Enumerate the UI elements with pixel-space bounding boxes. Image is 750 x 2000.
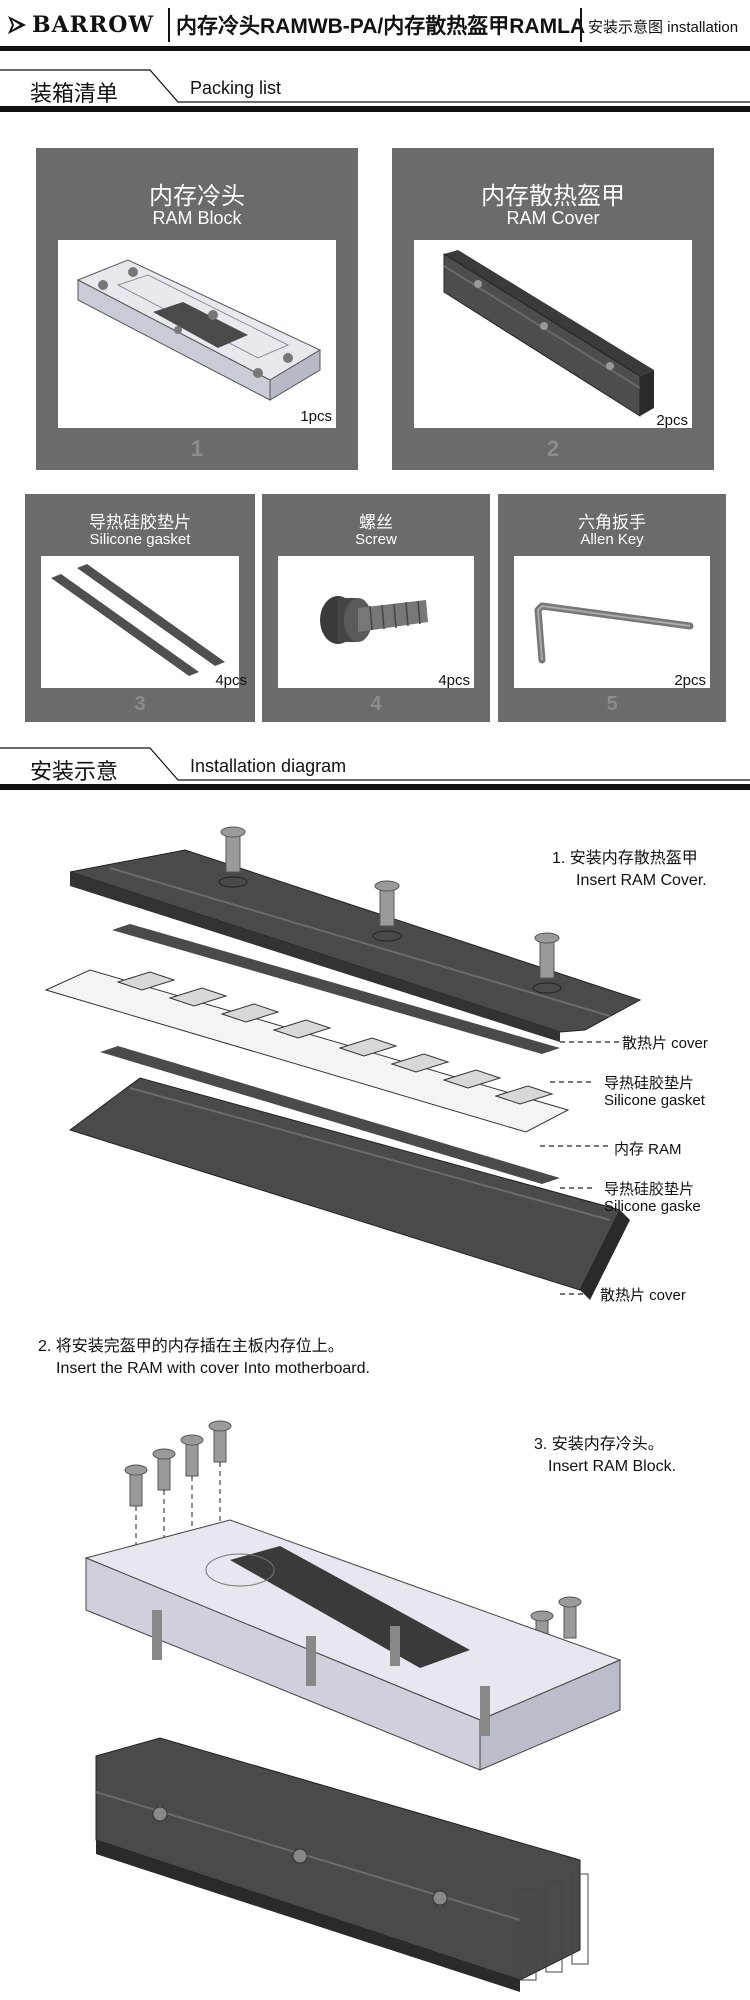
item-image-frame [41, 556, 239, 688]
item-quantity: 1pcs [300, 408, 332, 425]
brand-logo: BARROW [6, 12, 154, 38]
step-1-en: Insert RAM Cover. [576, 871, 707, 889]
item-name-en: RAM Block [152, 208, 242, 228]
page-header: BARROW 内存冷头RAMWB-PA/内存散热盔甲RAMLA 安装示意图 in… [0, 0, 750, 54]
packing-item-ram-block: 内存冷头 RAM Block 1pcs 1 [36, 148, 358, 470]
silicone-gasket-icon [51, 564, 225, 676]
page-title: 内存冷头RAMWB-PA/内存散热盔甲RAMLA [176, 15, 586, 38]
label-cover-top: 散热片 cover [622, 1035, 708, 1052]
item-number: 2 [546, 436, 560, 461]
item-number: 3 [134, 693, 146, 715]
section-rule [0, 784, 750, 790]
item-quantity: 2pcs [674, 672, 706, 689]
brand-name: BARROW [32, 12, 155, 38]
ram-block-install-diagram [84, 1420, 622, 1992]
tab-outline [0, 69, 750, 103]
item-number: 1 [190, 436, 204, 461]
item-image-frame [414, 240, 692, 428]
packing-item-screw: 螺丝 Screw 4pcs 4 [262, 494, 490, 722]
packing-heading-en: Packing list [190, 78, 282, 98]
item-name-en: Allen Key [580, 531, 644, 548]
page-subtitle: 安装示意图 installation [588, 19, 739, 36]
label-cover-bottom: 散热片 cover [600, 1287, 686, 1304]
ram-block-icon [76, 259, 322, 401]
item-name-zh: 内存散热盔甲 [481, 183, 625, 210]
packing-heading-zh: 装箱清单 [30, 81, 119, 106]
barrow-logo-icon [8, 16, 26, 34]
header-rule [0, 46, 750, 51]
tab-outline [0, 747, 750, 781]
item-number: 5 [606, 693, 618, 715]
label-gasket-top-zh: 导热硅胶垫片 [604, 1075, 695, 1092]
section-rule [0, 106, 750, 112]
ram-cover-icon [443, 250, 654, 417]
packing-item-allen-key: 六角扳手 Allen Key 2pcs 5 [498, 494, 726, 722]
step-2-zh: 2. 将安装完盔甲的内存插在主板内存位上。 [38, 1338, 344, 1355]
step-3-en: Insert RAM Block. [548, 1457, 677, 1475]
exploded-cover-diagram [44, 826, 642, 1300]
allen-key-icon [534, 602, 694, 664]
item-quantity: 4pcs [215, 672, 247, 689]
header-divider [580, 8, 582, 42]
label-gasket-top-en: Silicone gasket [604, 1092, 705, 1109]
item-image-frame [278, 556, 474, 688]
item-name-en: RAM Cover [506, 208, 600, 228]
item-name-en: Screw [355, 531, 397, 548]
step-3-instructions: 3. 安装内存冷头。 Insert RAM Block. [534, 1434, 676, 1477]
packing-section-heading: 装箱清单 Packing list [0, 68, 750, 114]
item-name-zh: 内存冷头 [149, 183, 245, 210]
label-gasket-bottom-zh: 导热硅胶垫片 [604, 1181, 695, 1198]
install-section-heading: 安装示意 Installation diagram [0, 746, 750, 792]
step-2-instructions: 2. 将安装完盔甲的内存插在主板内存位上。 Insert the RAM wit… [38, 1336, 370, 1379]
step-3-zh: 3. 安装内存冷头。 [534, 1436, 664, 1453]
item-name-zh: 导热硅胶垫片 [89, 513, 191, 532]
packing-item-silicone-gasket: 导热硅胶垫片 Silicone gasket 4pcs 3 [25, 494, 255, 722]
item-number: 4 [370, 693, 382, 715]
step-1-instructions: 1. 安装内存散热盔甲 Insert RAM Cover. [552, 848, 707, 891]
item-image-frame [514, 556, 710, 688]
header-divider [168, 8, 170, 42]
label-gasket-bottom-en: Silicone gaske [604, 1198, 701, 1215]
item-name-en: Silicone gasket [89, 531, 191, 548]
packing-item-ram-cover: 内存散热盔甲 RAM Cover 2pcs 2 [392, 148, 714, 470]
screw-icon [320, 596, 428, 644]
item-quantity: 4pcs [438, 672, 470, 689]
item-image-frame [58, 240, 336, 428]
step-2-en: Insert the RAM with cover Into motherboa… [56, 1359, 370, 1377]
step-1-zh: 1. 安装内存散热盔甲 [552, 850, 698, 867]
item-name-zh: 六角扳手 [578, 513, 646, 532]
install-heading-en: Installation diagram [190, 756, 347, 776]
item-name-zh: 螺丝 [359, 513, 393, 532]
label-ram: 内存 RAM [614, 1141, 682, 1158]
install-heading-zh: 安装示意 [30, 759, 119, 784]
item-quantity: 2pcs [656, 412, 688, 429]
